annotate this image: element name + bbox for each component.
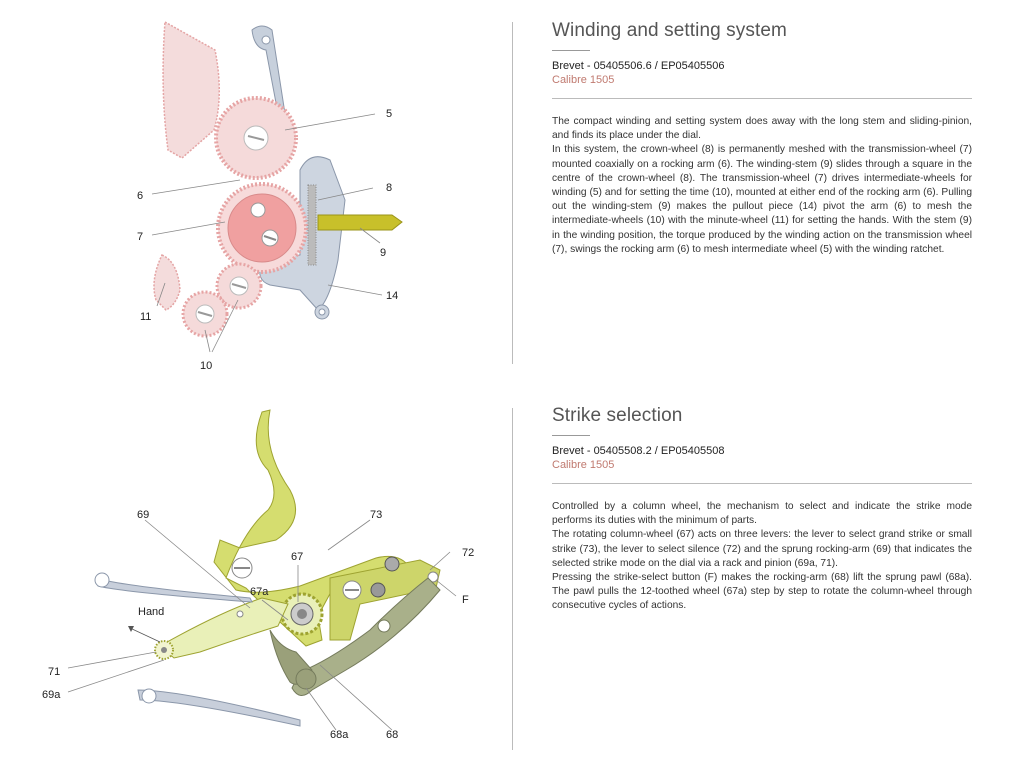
callout-69: 69 [137,509,150,521]
paragraph: The compact winding and setting system d… [552,116,972,142]
vertical-divider-bottom [512,408,513,750]
paragraph: Pressing the strike-select button (F) ma… [552,572,972,612]
spring-left [95,577,253,603]
paragraph: In this system, the crown-wheel (8) is p… [552,144,972,255]
winding-ratchet-sector [162,20,220,159]
callout-72: 72 [462,547,475,559]
callout-69a: 69a [42,689,61,701]
section-divider [552,98,972,99]
callout-73: 73 [370,509,383,521]
minute-wheel-11 [153,254,181,311]
section-divider [552,483,972,484]
callout-14: 14 [386,290,399,302]
callout-7: 7 [137,231,144,243]
callout-8: 8 [386,182,393,194]
winding-diagram: 5 6 7 8 9 14 11 10 [0,0,510,390]
callout-68: 68 [386,729,399,741]
callout-10: 10 [200,360,213,372]
winding-stem-9 [317,214,403,231]
section-title: Strike selection [552,405,683,426]
calibre-label: Calibre 1505 [552,459,615,471]
callout-5: 5 [386,108,393,120]
section-strike: Strike selection Brevet - 05405508.2 / E… [552,405,972,614]
title-underline [552,50,590,51]
patent-reference: Brevet - 05405508.2 / EP05405508 [552,445,725,457]
title-underline [552,435,590,436]
callout-6: 6 [137,190,144,202]
rocking-arm-68 [291,577,441,696]
strike-mechanism-illustration [67,409,457,731]
crown-wheel-8 [307,184,317,266]
strike-diagram: 69 73 67 72 67a F Hand 71 69a 68a 68 [0,390,510,768]
lever-72 [329,559,441,641]
callout-67: 67 [291,551,304,563]
leader-lines-diagram2 [67,519,457,731]
leader-lines-diagram1 [151,113,383,353]
section-body: The compact winding and setting system d… [552,115,972,257]
callout-hand: Hand [138,606,165,618]
sprung-rocking-arm-69 [159,597,289,659]
patent-reference: Brevet - 05405506.6 / EP05405506 [552,60,725,72]
callout-71: 71 [48,666,61,678]
rack-69a [137,689,301,727]
section-body: Controlled by a column wheel, the mechan… [552,500,972,614]
winding-mechanism-illustration [151,20,403,353]
callout-9: 9 [380,247,387,259]
callout-F: F [462,594,469,606]
paragraph: Controlled by a column wheel, the mechan… [552,501,972,527]
callout-11: 11 [140,311,152,323]
section-winding: Winding and setting system Brevet - 0540… [552,20,972,257]
callout-67a: 67a [250,586,269,598]
section-title: Winding and setting system [552,20,787,41]
paragraph: The rotating column-wheel (67) acts on t… [552,529,972,569]
callout-68a: 68a [330,729,349,741]
calibre-label: Calibre 1505 [552,74,615,86]
vertical-divider-top [512,22,513,364]
